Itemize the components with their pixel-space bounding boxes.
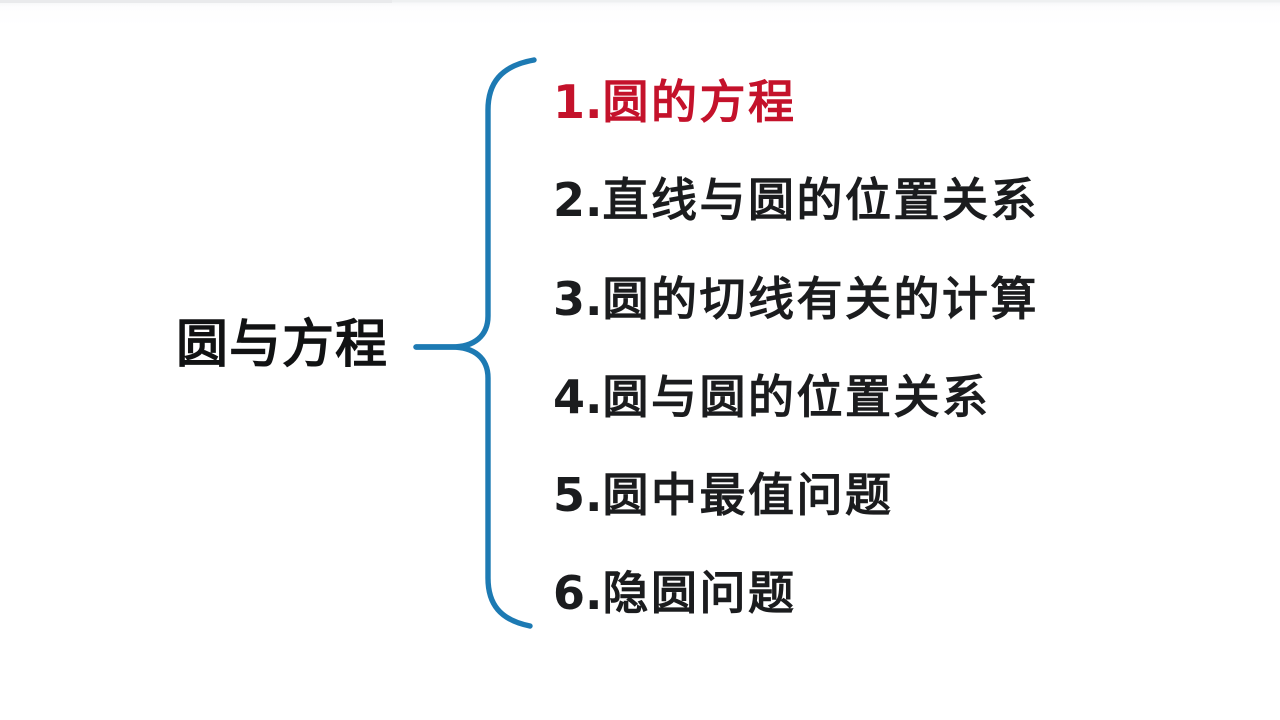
branch-number-1: 1. (553, 75, 603, 129)
branch-label-6: 隐圆问题 (602, 566, 797, 620)
branch-item-5[interactable]: 5. 圆中最值问题 (553, 460, 893, 530)
curly-brace-icon (413, 57, 537, 629)
branch-label-3: 圆的切线有关的计算 (602, 272, 1039, 326)
top-edge-seam-right (392, 0, 1280, 2)
branch-label-2: 直线与圆的位置关系 (602, 173, 1039, 227)
top-edge-seam-left (0, 0, 392, 3)
branch-item-6[interactable]: 6. 隐圆问题 (553, 558, 796, 628)
branch-label-5: 圆中最值问题 (602, 468, 894, 522)
branch-item-1[interactable]: 1. 圆的方程 (553, 67, 796, 137)
branch-number-3: 3. (553, 272, 603, 326)
mindmap-branch-list: 1. 圆的方程 2. 直线与圆的位置关系 3. 圆的切线有关的计算 4. 圆与圆… (553, 55, 1233, 675)
branch-item-4[interactable]: 4. 圆与圆的位置关系 (553, 362, 990, 432)
branch-label-1: 圆的方程 (602, 75, 797, 129)
branch-number-4: 4. (553, 370, 603, 424)
branch-label-4: 圆与圆的位置关系 (602, 370, 991, 424)
branch-number-6: 6. (553, 566, 603, 620)
branch-number-5: 5. (553, 468, 603, 522)
branch-number-2: 2. (553, 173, 603, 227)
branch-item-3[interactable]: 3. 圆的切线有关的计算 (553, 264, 1039, 334)
curly-brace-connector (400, 40, 560, 650)
branch-item-2[interactable]: 2. 直线与圆的位置关系 (553, 165, 1039, 235)
mindmap-root-label: 圆与方程 (176, 315, 389, 375)
